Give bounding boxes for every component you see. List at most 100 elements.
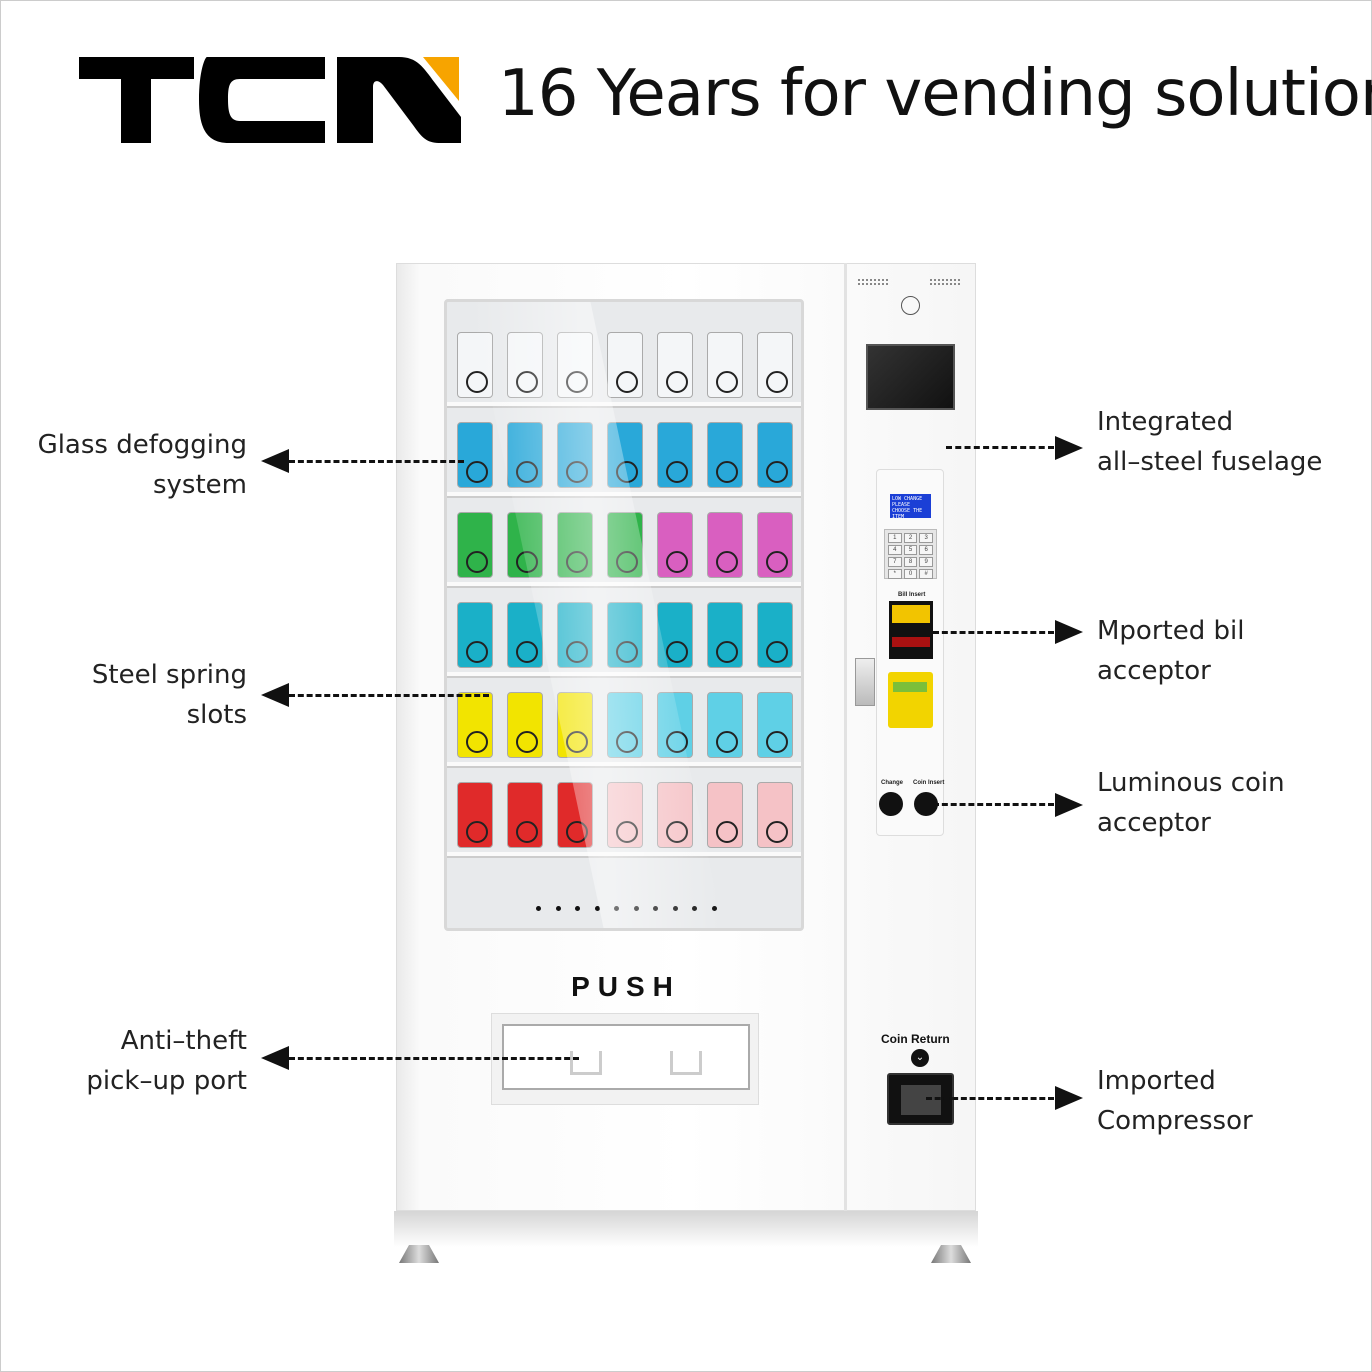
product-item xyxy=(507,422,543,488)
product-item xyxy=(707,512,743,578)
keypad-key[interactable]: 2 xyxy=(903,533,918,543)
product-item xyxy=(757,512,793,578)
product-item xyxy=(607,332,643,398)
product-item xyxy=(557,692,593,758)
keypad-key[interactable]: 9 xyxy=(919,557,933,567)
product-item xyxy=(657,602,693,668)
product-item xyxy=(507,692,543,758)
callout-line xyxy=(926,1097,1054,1100)
product-item xyxy=(657,512,693,578)
coin-return-slot[interactable] xyxy=(887,1073,954,1125)
product-item xyxy=(507,332,543,398)
callout-line xyxy=(946,446,1054,449)
glass-window xyxy=(444,299,804,931)
product-item xyxy=(707,602,743,668)
keypad-key[interactable]: 0 xyxy=(903,569,918,579)
callout-line xyxy=(933,631,1054,634)
product-item xyxy=(507,602,543,668)
card-reader[interactable] xyxy=(888,672,933,728)
callout-line xyxy=(289,1057,579,1060)
product-item xyxy=(507,782,543,848)
keypad-key[interactable]: 3 xyxy=(919,533,933,543)
product-item xyxy=(707,332,743,398)
product-item xyxy=(657,782,693,848)
arrow-right-icon xyxy=(1055,793,1083,817)
machine-base xyxy=(394,1211,978,1247)
product-item xyxy=(507,512,543,578)
product-item xyxy=(607,602,643,668)
arrow-right-icon xyxy=(1055,436,1083,460)
led-dot xyxy=(555,906,561,911)
product-item xyxy=(457,422,493,488)
product-item xyxy=(457,602,493,668)
keypad-key[interactable]: 5 xyxy=(903,545,918,555)
product-item xyxy=(457,332,493,398)
coin-return-label: Coin Return xyxy=(881,1032,950,1046)
product-item xyxy=(757,422,793,488)
foot-left xyxy=(399,1245,439,1263)
led-dot xyxy=(653,906,658,911)
push-label: PUSH xyxy=(571,971,681,1002)
product-item xyxy=(757,692,793,758)
led-dot xyxy=(536,906,541,911)
product-item xyxy=(757,332,793,398)
led-dot xyxy=(614,906,619,911)
callout-line xyxy=(289,460,464,463)
shelf xyxy=(447,672,801,678)
product-item xyxy=(607,422,643,488)
led-dot xyxy=(633,906,639,911)
tagline: 16 Years for vending solution xyxy=(498,57,1372,131)
coin-insert-label: Coin Insert xyxy=(913,780,945,786)
product-item xyxy=(557,602,593,668)
product-item xyxy=(607,692,643,758)
arrow-right-icon xyxy=(1055,620,1083,644)
led-dot xyxy=(672,906,678,911)
touch-screen[interactable] xyxy=(866,344,955,410)
callout-line xyxy=(933,803,1054,806)
panel-divider xyxy=(844,263,847,1211)
keypad-key[interactable]: 1 xyxy=(888,533,902,543)
pickup-port[interactable] xyxy=(491,1013,759,1105)
keypad-key[interactable]: 7 xyxy=(888,557,902,567)
product-item xyxy=(607,782,643,848)
product-item xyxy=(557,782,593,848)
keypad-key[interactable]: 4 xyxy=(888,545,902,555)
callout-line xyxy=(289,694,489,697)
keypad-key[interactable]: 8 xyxy=(903,557,918,567)
change-button[interactable] xyxy=(879,792,903,816)
door-lock[interactable] xyxy=(855,658,875,706)
product-item xyxy=(457,782,493,848)
led-dot xyxy=(692,906,697,911)
chevron-down-icon: ⌄ xyxy=(911,1049,929,1067)
shelf xyxy=(447,492,801,498)
product-item xyxy=(657,332,693,398)
change-label: Change xyxy=(881,780,904,786)
tcn-logo xyxy=(79,57,461,143)
bill-acceptor[interactable] xyxy=(889,601,933,659)
arrow-left-icon xyxy=(261,683,289,707)
product-item xyxy=(757,602,793,668)
foot-right xyxy=(931,1245,971,1263)
shelf xyxy=(447,762,801,768)
keypad-key[interactable]: 6 xyxy=(919,545,933,555)
product-item xyxy=(607,512,643,578)
shelf xyxy=(447,402,801,408)
arrow-left-icon xyxy=(261,1046,289,1070)
product-item xyxy=(457,692,493,758)
led-dot xyxy=(711,906,717,911)
bill-insert-label: Bill Insert xyxy=(898,592,926,598)
keypad-key[interactable]: # xyxy=(919,569,933,579)
product-item xyxy=(707,782,743,848)
arrow-right-icon xyxy=(1055,1086,1083,1110)
arrow-left-icon xyxy=(261,449,289,473)
keypad-key[interactable]: * xyxy=(888,569,902,579)
product-item xyxy=(707,422,743,488)
product-item xyxy=(657,692,693,758)
